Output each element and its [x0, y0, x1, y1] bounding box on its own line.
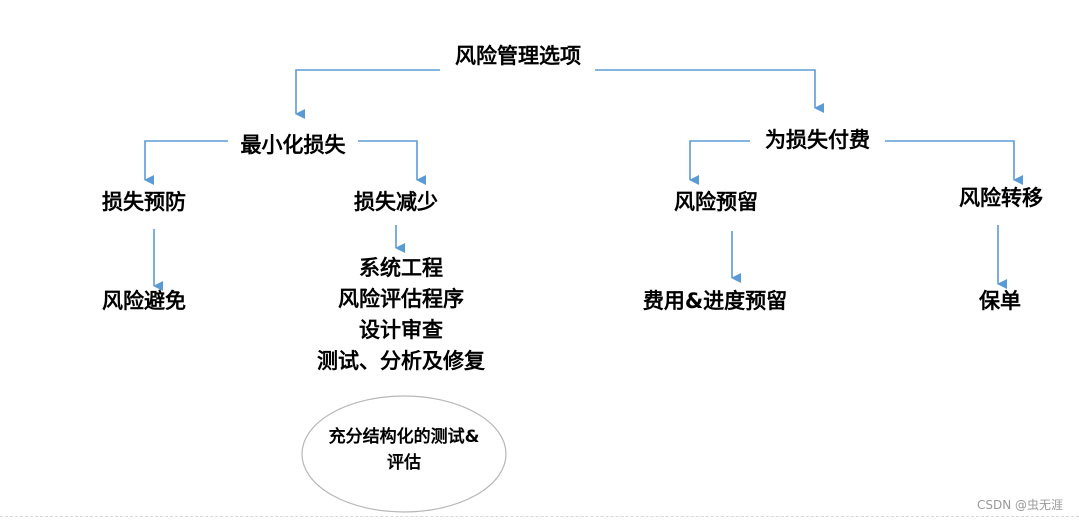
connector-left-reduction — [358, 140, 426, 185]
ellipse-label-line2: 评估 — [387, 453, 421, 473]
root-node: 风险管理选项 — [455, 44, 581, 68]
connector-right-transfer — [885, 140, 1023, 185]
node-loss-reduction: 损失减少 — [354, 190, 438, 214]
node-loss-prevention: 损失预防 — [102, 190, 186, 214]
branch-pay-for-loss: 为损失付费 — [765, 128, 870, 152]
reduction-items: 系统工程 风险评估程序 设计审查 测试、分析及修复 — [296, 253, 506, 377]
node-risk-retention: 风险预留 — [674, 190, 758, 214]
connector-left-prevention — [144, 140, 228, 185]
connector-root-left — [295, 69, 440, 119]
reduction-item: 系统工程 — [359, 256, 443, 280]
connector-right-retention — [689, 140, 750, 185]
ellipse-label: 充分结构化的测试& 评估 — [306, 424, 502, 476]
watermark: CSDN @虫无涯 — [976, 498, 1063, 512]
reduction-item: 测试、分析及修复 — [317, 349, 485, 373]
node-insurance-policy: 保单 — [979, 289, 1021, 313]
node-risk-avoidance: 风险避免 — [102, 289, 186, 313]
testing-ellipse — [301, 395, 507, 513]
reduction-item: 设计审查 — [359, 318, 443, 342]
node-risk-transfer: 风险转移 — [959, 186, 1043, 210]
node-cost-schedule-reserve: 费用&进度预留 — [642, 289, 788, 313]
branch-minimize-loss: 最小化损失 — [240, 133, 346, 157]
connector-root-right — [595, 69, 824, 113]
ellipse-label-line1: 充分结构化的测试& — [328, 427, 480, 447]
reduction-item: 风险评估程序 — [338, 287, 464, 311]
bottom-divider — [0, 516, 1079, 517]
